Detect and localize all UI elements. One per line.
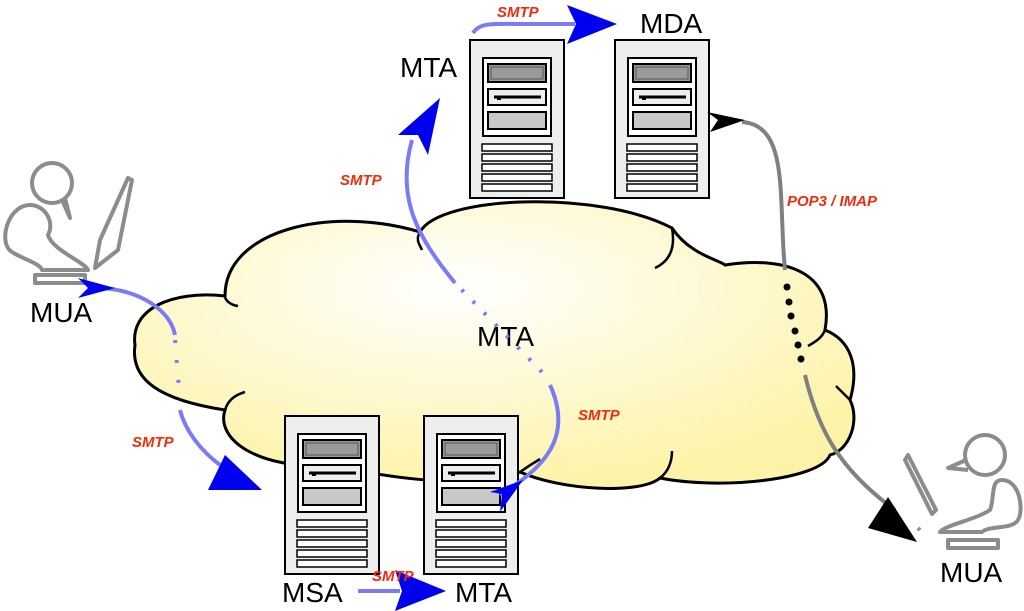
local-mta-label: MTA	[455, 577, 512, 608]
smtp-arrow-mta-to-mda	[471, 5, 617, 44]
recipient-mua-label: MUA	[940, 557, 1003, 588]
mda-server-icon	[613, 38, 711, 200]
remote-mta-server-icon	[468, 38, 566, 200]
smtp-label-mua-msa: SMTP	[132, 434, 175, 451]
sender-user-icon	[3, 161, 134, 285]
smtp-label-msa-mta: SMTP	[372, 568, 415, 585]
sender-mua-label: MUA	[30, 297, 93, 328]
remote-mta-label: MTA	[400, 52, 457, 83]
msa-label: MSA	[282, 577, 343, 608]
msa-server-icon	[283, 414, 381, 576]
pop3-imap-label: POP3 / IMAP	[787, 193, 878, 210]
smtp-arrow-msa-to-mta	[358, 570, 446, 611]
recipient-user-icon	[903, 433, 1023, 550]
pop3-imap-arrow-mda-to-mua	[707, 112, 917, 542]
mda-label: MDA	[640, 8, 703, 39]
smtp-label-mta-mda: SMTP	[497, 4, 540, 21]
smtp-arrow-mta-through-internet	[398, 98, 561, 512]
smtp-label-cloud-to-remote: SMTP	[340, 172, 383, 189]
smtp-arrow-mua-to-msa	[78, 278, 262, 490]
smtp-label-local-to-cloud: SMTP	[578, 407, 621, 424]
